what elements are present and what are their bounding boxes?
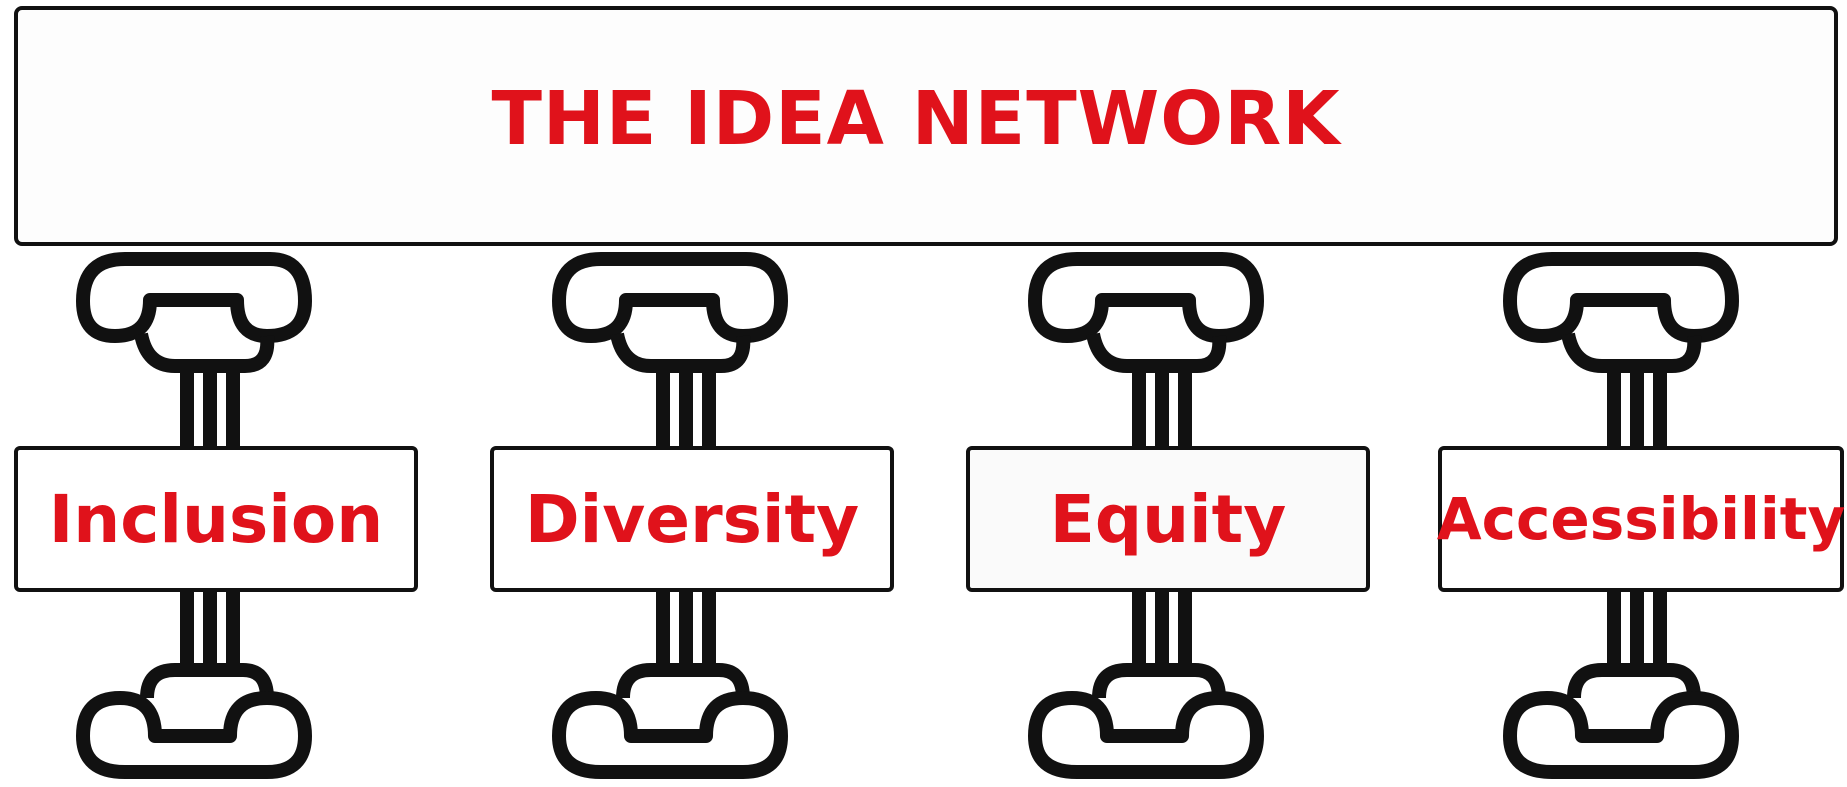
pillar-diversity: Diversity xyxy=(481,246,901,787)
title-banner: THE IDEA NETWORK xyxy=(14,6,1838,246)
pillar-accessibility: Accessibility xyxy=(1432,246,1847,787)
pillar-label: Equity xyxy=(1049,480,1287,558)
pillar-label-box: Inclusion xyxy=(14,446,418,592)
pillar-inclusion: Inclusion xyxy=(5,246,425,787)
pillar-label-box: Equity xyxy=(966,446,1370,592)
pillar-label: Accessibility xyxy=(1436,485,1846,553)
diagram-title: THE IDEA NETWORK xyxy=(491,76,1341,162)
pillar-label: Diversity xyxy=(524,480,860,558)
pillar-label-box: Diversity xyxy=(490,446,894,592)
pillar-column-icon xyxy=(552,252,788,779)
pillar-column-icon xyxy=(1028,252,1264,779)
pillar-label-box: Accessibility xyxy=(1436,446,1846,592)
pillar-column-icon xyxy=(76,252,312,779)
pillar-column-icon xyxy=(1503,252,1739,779)
pillar-equity: Equity xyxy=(957,246,1377,787)
pillar-label: Inclusion xyxy=(48,480,384,558)
